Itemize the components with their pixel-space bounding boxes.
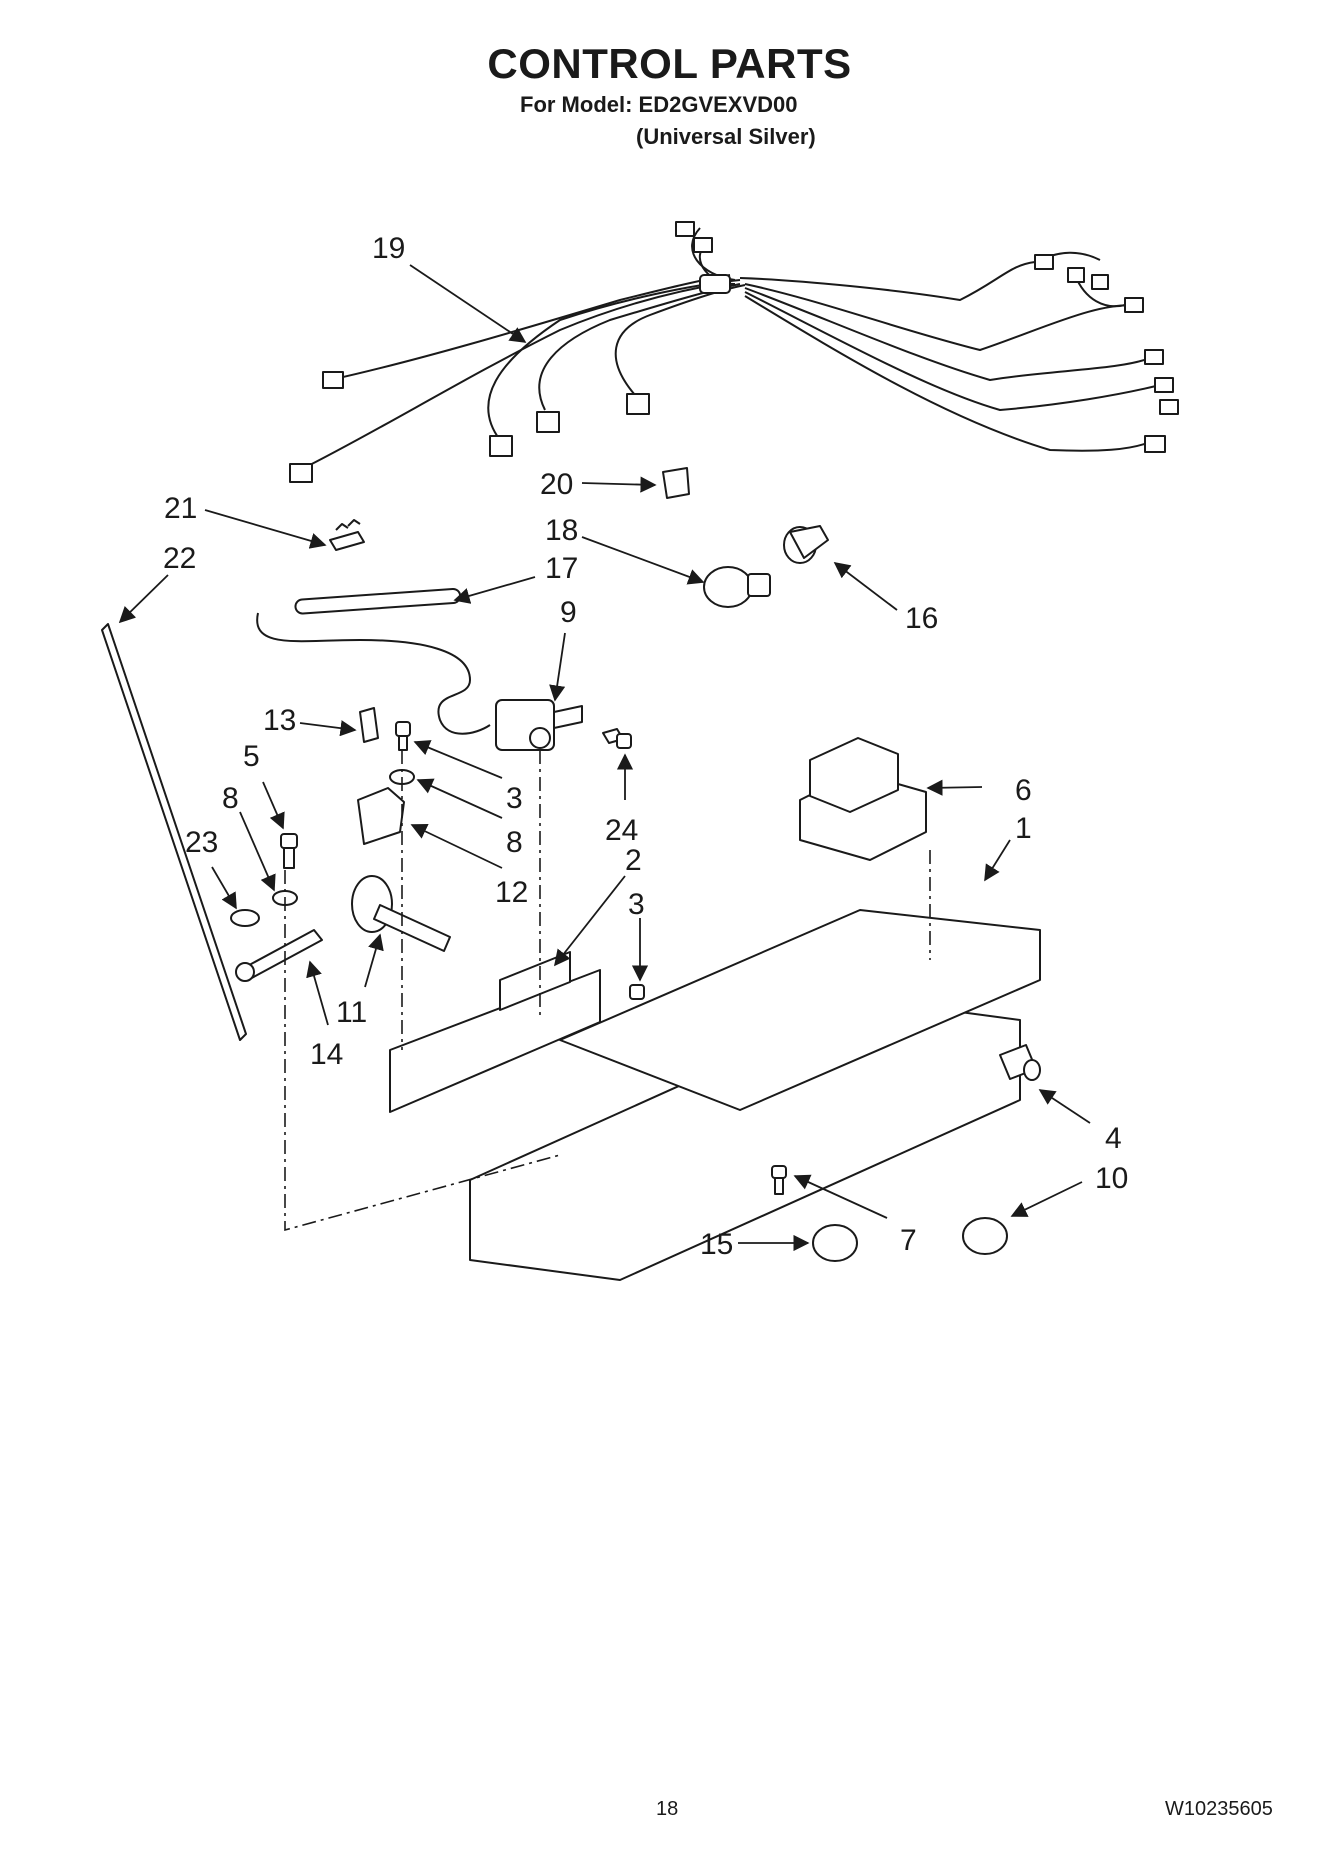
callout-24: 24 xyxy=(605,814,638,847)
document-number: W10235605 xyxy=(1165,1798,1273,1820)
mount-plate-part-2 xyxy=(389,951,601,1113)
callout-3-upper: 3 xyxy=(506,782,523,815)
leader-lines xyxy=(118,264,1091,1252)
knob-part-10 xyxy=(962,1217,1008,1255)
bracket-part-12 xyxy=(357,787,405,845)
callout-labels: 19 20 21 18 22 17 16 9 13 5 3 6 8 8 1 23… xyxy=(163,232,1128,1261)
callout-23: 23 xyxy=(185,826,218,859)
callout-21: 21 xyxy=(164,492,197,525)
wire-harness xyxy=(289,221,1179,483)
model-line: For Model: ED2GVEXVD00 xyxy=(520,92,798,117)
knob-part-15 xyxy=(812,1224,858,1262)
screw-part-5 xyxy=(280,833,298,869)
control-housing-part-1 xyxy=(469,909,1041,1281)
screw-part-7 xyxy=(771,1165,787,1195)
callout-19: 19 xyxy=(372,232,405,265)
bracket-part-21 xyxy=(329,519,365,551)
callout-1: 1 xyxy=(1015,812,1032,845)
callout-8-right: 8 xyxy=(506,826,523,859)
thermostat-part-9 xyxy=(495,699,583,751)
clip-part-13 xyxy=(359,707,379,743)
callout-5: 5 xyxy=(243,740,260,773)
washer-part-23 xyxy=(230,909,260,927)
callout-6: 6 xyxy=(1015,774,1032,807)
callout-16: 16 xyxy=(905,602,938,635)
damper-part-11 xyxy=(351,875,451,952)
callout-3-lower: 3 xyxy=(628,888,645,921)
callout-8-left: 8 xyxy=(222,782,239,815)
rod-part-22 xyxy=(101,623,247,1041)
finish-line: (Universal Silver) xyxy=(636,124,816,149)
clip-part-20 xyxy=(662,467,690,499)
callout-18: 18 xyxy=(545,514,578,547)
callout-2: 2 xyxy=(625,844,642,877)
callout-12: 12 xyxy=(495,876,528,909)
light-bulb-part-18 xyxy=(703,566,771,608)
page-number: 18 xyxy=(656,1798,679,1820)
screw-part-24 xyxy=(602,728,632,749)
callout-10: 10 xyxy=(1095,1162,1128,1195)
knob-part-4 xyxy=(999,1044,1041,1081)
transformer-part-6 xyxy=(799,737,927,861)
callout-7: 7 xyxy=(900,1224,917,1257)
lever-part-14 xyxy=(235,929,323,982)
callout-9: 9 xyxy=(560,596,577,629)
callout-17: 17 xyxy=(545,552,578,585)
callout-13: 13 xyxy=(263,704,296,737)
callout-20: 20 xyxy=(540,468,573,501)
light-socket-part-16 xyxy=(783,525,829,564)
callout-22: 22 xyxy=(163,542,196,575)
screw-part-3-upper xyxy=(395,721,411,751)
callout-11: 11 xyxy=(336,996,367,1029)
screw-part-3-lower xyxy=(629,984,645,1000)
page-title: CONTROL PARTS xyxy=(487,40,852,87)
callout-15: 15 xyxy=(700,1228,733,1261)
callout-4: 4 xyxy=(1105,1122,1122,1155)
callout-14: 14 xyxy=(310,1038,343,1071)
